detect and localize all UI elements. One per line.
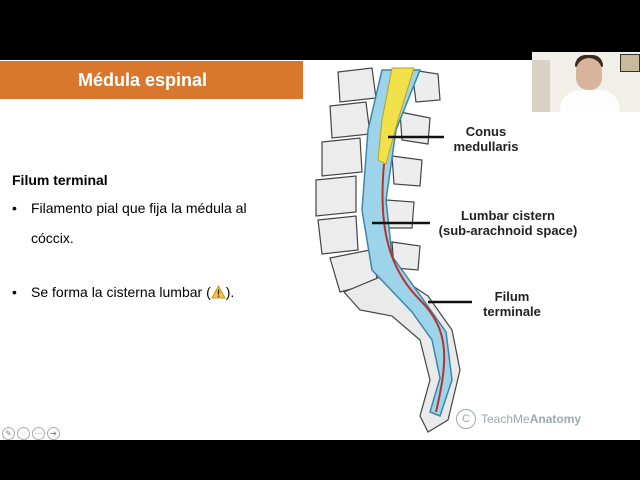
bullet-text-continuation: cóccix.	[31, 230, 74, 246]
bullet-marker: •	[12, 200, 17, 216]
slide-subtitle: Filum terminal	[12, 172, 108, 188]
slide-title: Médula espinal	[77, 70, 208, 90]
bullet-text: Se forma la cisterna lumbar ().	[31, 284, 235, 300]
dots-icon[interactable]: ⋯	[32, 427, 45, 440]
presentation-slide: Médula espinal Filum terminal • Filament…	[0, 60, 640, 440]
spine-illustration	[315, 67, 472, 433]
bullet-marker: •	[12, 284, 17, 300]
cursor-icon[interactable]: ◌	[17, 427, 30, 440]
label-lumbar-cistern: Lumbar cistern (sub-arachnoid space)	[438, 208, 578, 238]
copyright-icon: C	[456, 409, 476, 429]
vertebral-bodies	[315, 67, 379, 293]
warning-icon	[210, 285, 226, 299]
title-bar: Médula espinal	[0, 61, 303, 99]
watermark: C TeachMeAnatomy	[456, 409, 581, 429]
label-conus-medullaris: Conus medullaris	[453, 124, 519, 154]
bullet-text: Filamento pial que fija la médula al	[31, 200, 247, 216]
next-arrow-icon[interactable]: ➔	[47, 427, 60, 440]
filum-terminale-strand	[381, 163, 446, 413]
webcam-thumbnail	[532, 52, 640, 112]
spinal-cord	[377, 67, 415, 165]
slide-toolbar: ✎ ◌ ⋯ ➔	[2, 427, 60, 440]
label-filum-terminale: Filum terminale	[483, 289, 541, 319]
pen-icon[interactable]: ✎	[2, 427, 15, 440]
